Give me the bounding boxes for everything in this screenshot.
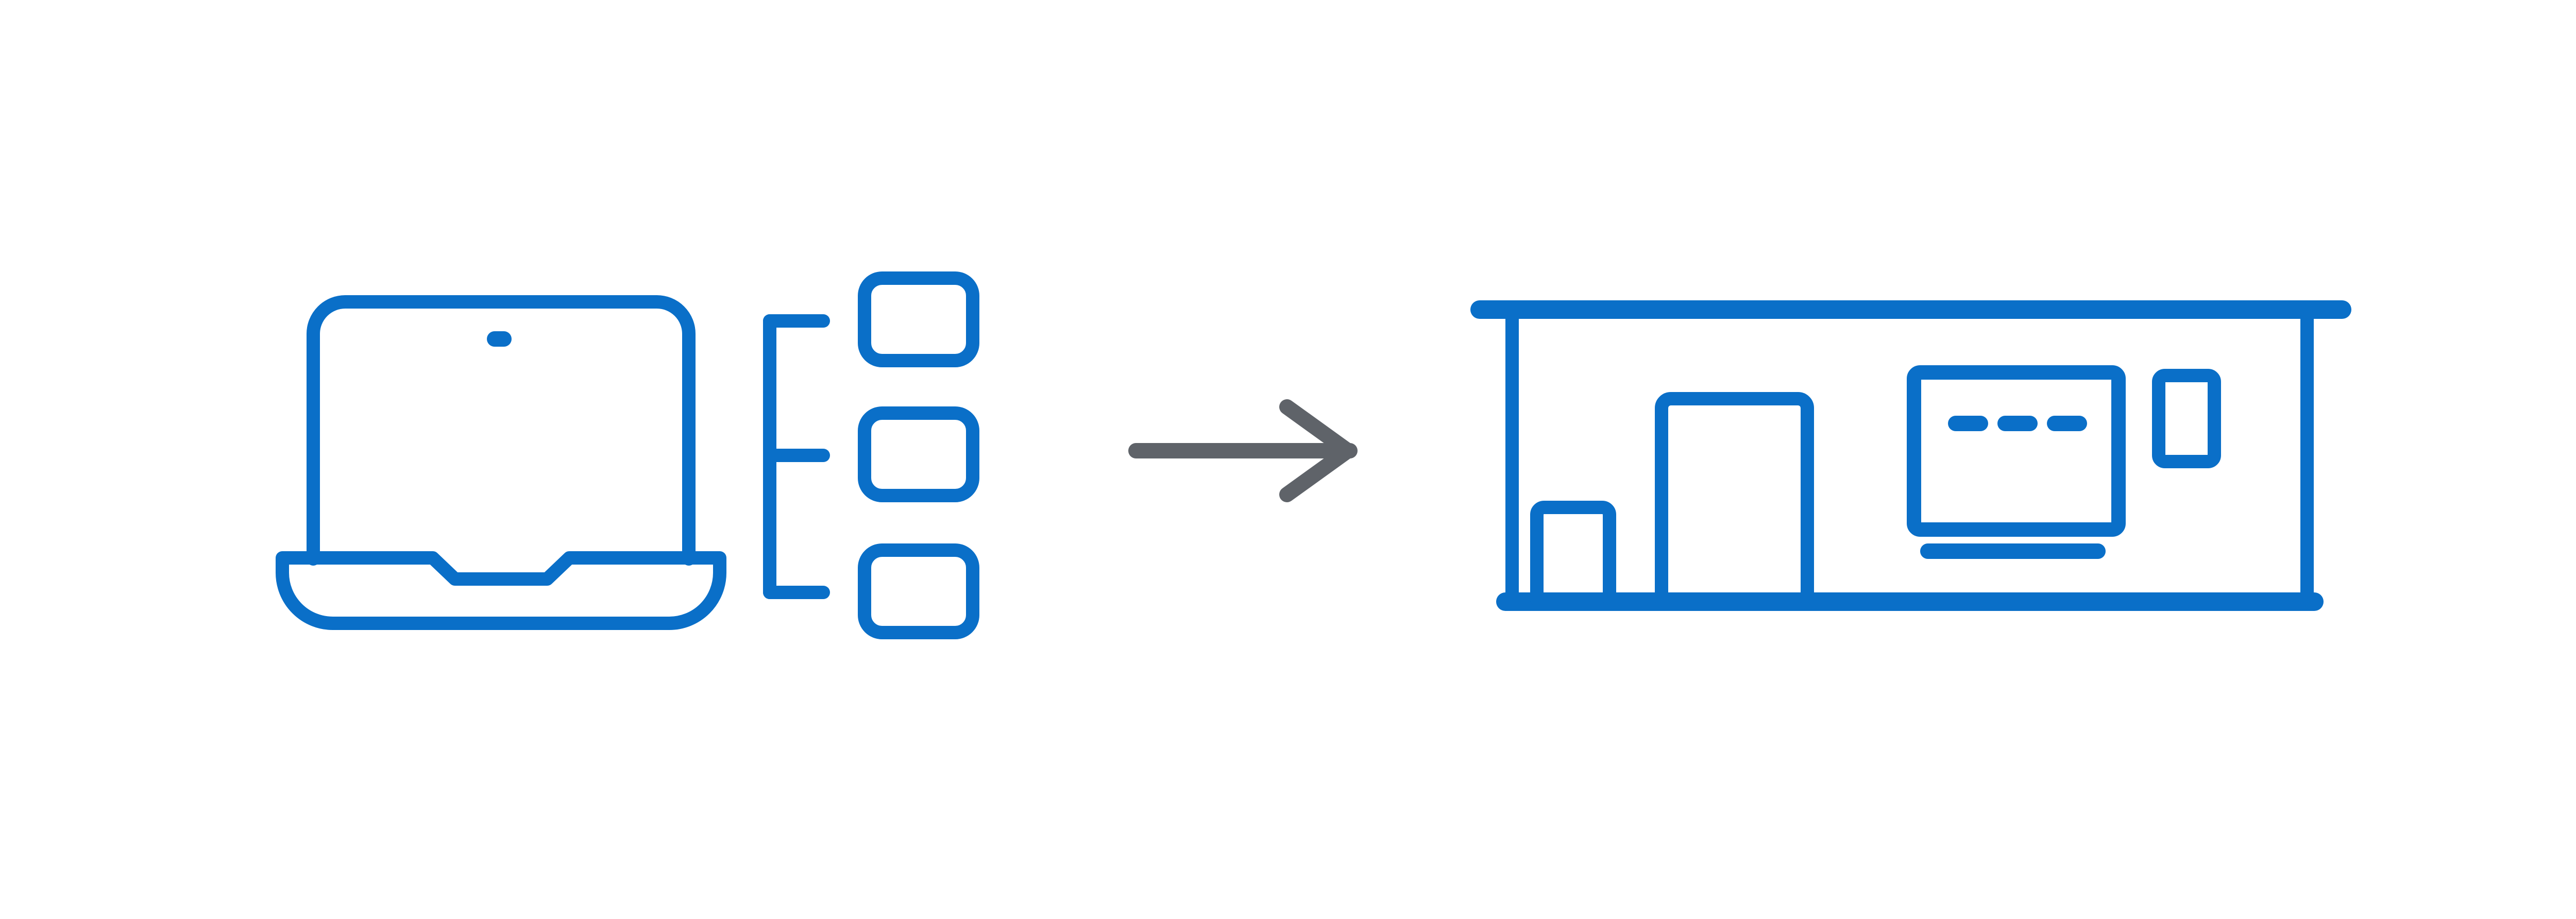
- tree-node-1: [858, 271, 979, 367]
- laptop-icon: [276, 295, 726, 630]
- hierarchy-tree-icon: [763, 271, 979, 639]
- arrow-right-icon: [1128, 399, 1358, 502]
- arrow-head: [1279, 399, 1355, 502]
- server-rack-panel: [1907, 365, 2126, 537]
- tree-node-2: [858, 406, 979, 502]
- data-center-building-icon: [1470, 300, 2351, 611]
- laptop-base-tray: [276, 551, 726, 630]
- tree-node-3: [858, 543, 979, 639]
- equipment-cabinet: [2152, 369, 2221, 468]
- building-tall-block: [1655, 392, 1814, 606]
- building-short-block: [1530, 501, 1616, 606]
- laptop-screen-bezel: [307, 295, 696, 566]
